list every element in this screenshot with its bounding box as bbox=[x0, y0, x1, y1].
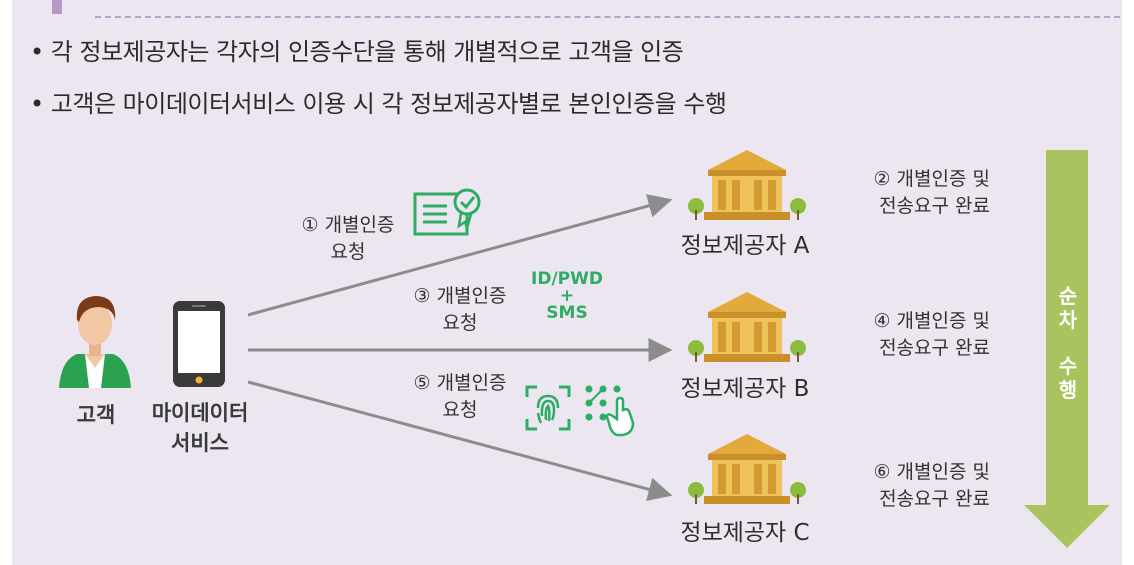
certificate-icon bbox=[413, 188, 481, 236]
bank-building-icon-c bbox=[688, 434, 806, 504]
sequence-arrow bbox=[1024, 150, 1110, 548]
customer-label: 고객 bbox=[76, 403, 116, 427]
bank-building-icon-b bbox=[688, 292, 806, 362]
header-tab-marker bbox=[52, 0, 62, 14]
fingerprint-icon bbox=[525, 385, 571, 431]
bullet-2: • 고객은 마이데이터서비스 이용 시 각 정보제공자별로 본인인증을 수행 bbox=[30, 90, 727, 118]
bullet-1: • 각 정보제공자는 각자의 인증수단을 통해 개별적으로 고객을 인증 bbox=[30, 38, 684, 66]
arrow-to-provider-c bbox=[247, 380, 673, 502]
bank-building-icon-a bbox=[688, 150, 806, 220]
dashed-divider bbox=[95, 16, 1120, 18]
diagram-panel bbox=[12, 0, 1122, 565]
provider-b-name: 정보제공자 B bbox=[680, 376, 810, 402]
auth-method-text: ID/PWD + SMS bbox=[531, 269, 603, 323]
service-label-line1: 마이데이터 bbox=[151, 401, 249, 425]
service-label-line2: 서비스 bbox=[171, 431, 229, 455]
arrow-to-provider-a bbox=[247, 194, 673, 317]
pattern-touch-icon bbox=[585, 385, 635, 437]
sequence-label: 순 차 수 행 bbox=[1058, 284, 1078, 402]
person-icon bbox=[59, 296, 131, 388]
smartphone-icon bbox=[173, 301, 225, 387]
provider-a-name: 정보제공자 A bbox=[680, 233, 810, 259]
provider-c-name: 정보제공자 C bbox=[680, 520, 810, 546]
